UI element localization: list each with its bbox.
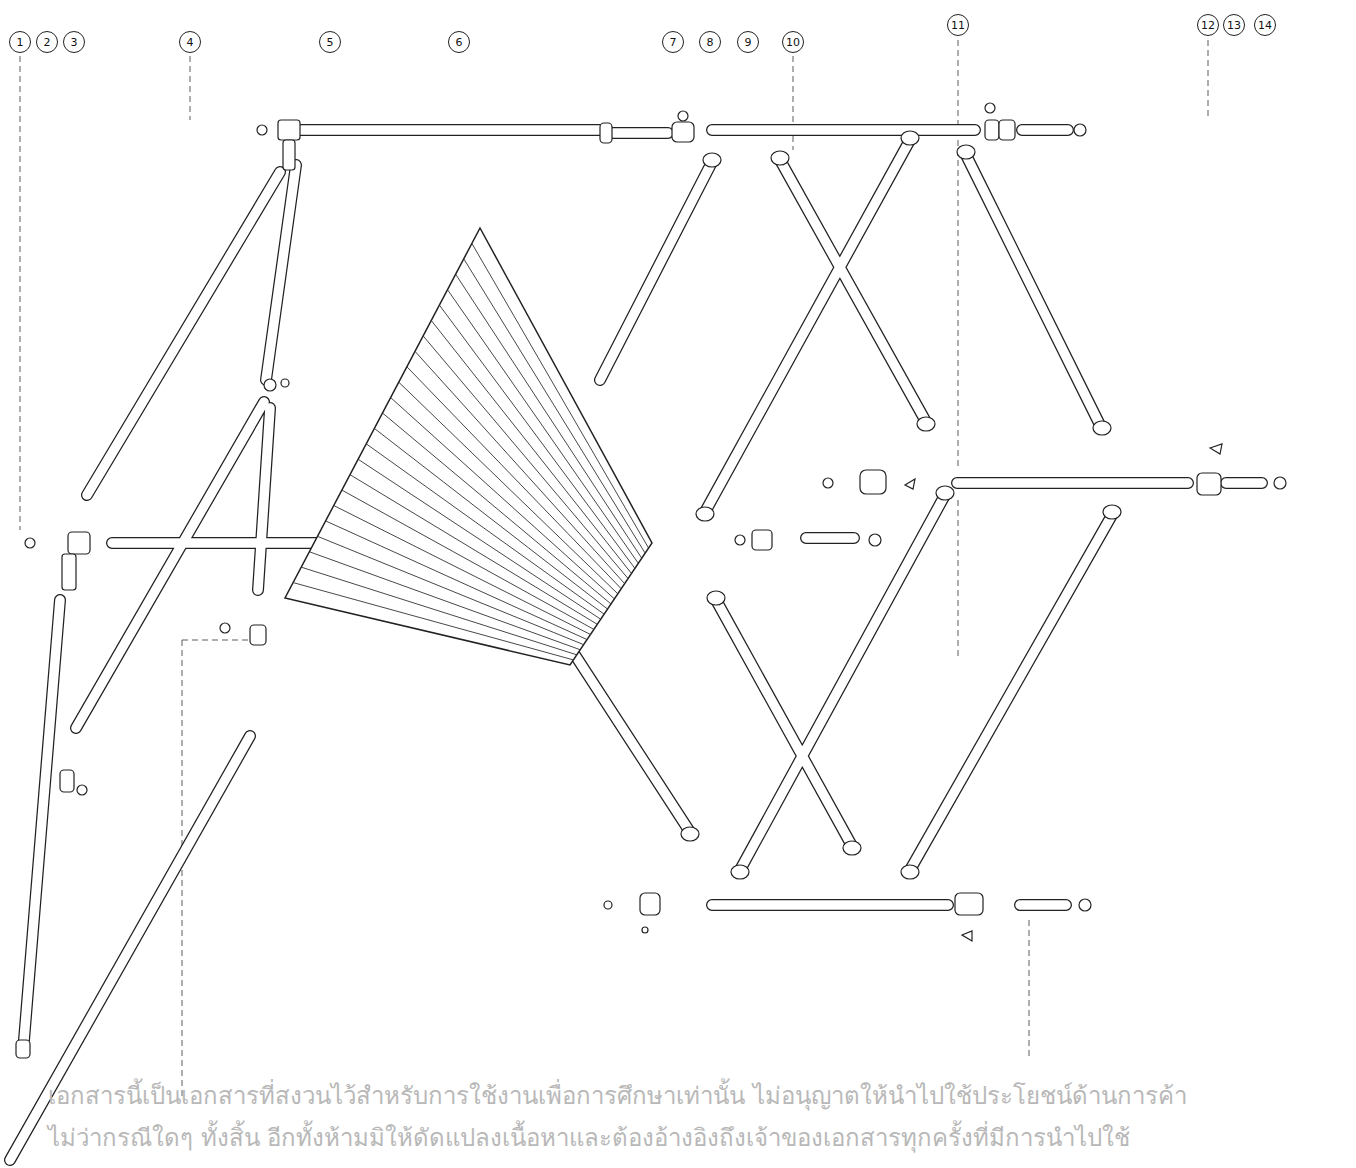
slat [293, 583, 573, 660]
leader-lines [20, 40, 1208, 1100]
callout-text: 7 [670, 37, 677, 48]
slat-panel [285, 228, 652, 665]
callout-number: 2 [36, 31, 58, 53]
callout-number: 9 [737, 31, 759, 53]
callout-text: 1 [17, 37, 24, 48]
callout-number: 4 [179, 31, 201, 53]
slat [318, 536, 584, 644]
callout-number: 11 [947, 14, 969, 36]
callout-number: 13 [1223, 14, 1245, 36]
pipe-outline [10, 130, 1262, 1160]
slat [423, 336, 628, 579]
callout-text: 11 [951, 20, 965, 31]
callout-text: 8 [707, 37, 714, 48]
callout-number: 7 [662, 31, 684, 53]
pipe-fill [10, 130, 1262, 1160]
slat [415, 351, 625, 583]
slat [399, 382, 618, 594]
slat [374, 428, 607, 609]
slat [407, 367, 621, 589]
slat [358, 459, 601, 619]
callout-number: 10 [782, 31, 804, 53]
callout-number: 6 [448, 31, 470, 53]
callout-text: 10 [786, 37, 800, 48]
callout-text: 2 [44, 37, 51, 48]
callout-number: 8 [699, 31, 721, 53]
slat [326, 521, 587, 640]
slat [334, 506, 591, 635]
slat [342, 490, 594, 629]
watermark-text: ไม่ว่ากรณีใดๆ ทั้งสิ้น อีกทั้งห้ามมิให้ด… [48, 1124, 1130, 1153]
slat [391, 398, 615, 599]
slat [301, 567, 577, 655]
callout-text: 3 [71, 37, 78, 48]
slat [431, 321, 631, 574]
callout-text: 13 [1227, 20, 1241, 31]
callout-text: 12 [1201, 20, 1215, 31]
callout-text: 6 [456, 37, 463, 48]
callout-number: 5 [319, 31, 341, 53]
slat [350, 475, 597, 625]
watermark-text: เอกสารนี้เป็นเอกสารที่สงวนไว้สำหรับการใช… [48, 1082, 1187, 1111]
slat [456, 274, 642, 558]
slat [472, 243, 649, 548]
callout-text: 14 [1258, 20, 1272, 31]
callout-text: 4 [187, 37, 194, 48]
callout-number: 1 [9, 31, 31, 53]
callout-number: 3 [63, 31, 85, 53]
slat [366, 444, 604, 614]
slat [464, 259, 645, 553]
callout-number: 12 [1197, 14, 1219, 36]
fittings [16, 103, 1286, 1058]
callout-text: 5 [327, 37, 334, 48]
slat [309, 552, 580, 650]
callout-text: 9 [745, 37, 752, 48]
callout-number: 14 [1254, 14, 1276, 36]
